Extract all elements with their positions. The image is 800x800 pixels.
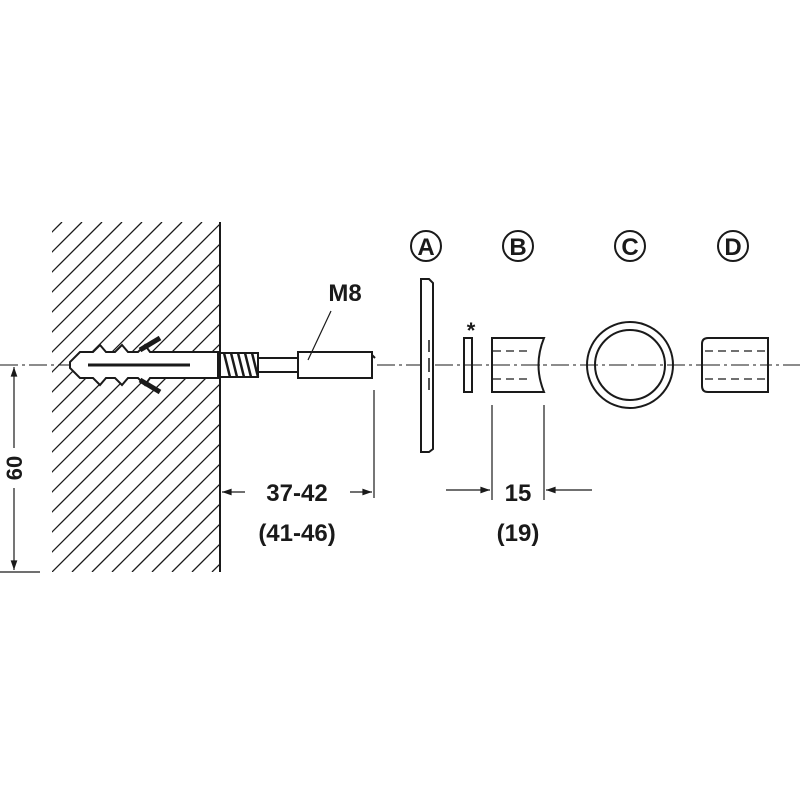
ring-c (586, 321, 674, 409)
wall-plug (69, 335, 219, 395)
hatch-line (292, 222, 642, 572)
part-label-d: D (717, 230, 749, 262)
washer (463, 337, 473, 393)
thread-size-label: M8 (328, 280, 361, 307)
part-label-b: B (502, 230, 534, 262)
spacer-dimension: 15 (19) (446, 405, 592, 547)
hatch-line (191, 543, 220, 572)
hatch-line (52, 222, 163, 333)
hatch-line (52, 323, 220, 493)
hatch-line (52, 222, 63, 233)
hatch-line (52, 283, 220, 453)
hatch-line (52, 222, 123, 293)
hatch-line (52, 363, 220, 533)
hatch-line (52, 343, 220, 513)
length-dim-label: 37-42 (266, 480, 327, 507)
spacer-dim-label: 15 (505, 480, 532, 507)
hatch-line (52, 243, 220, 413)
hatch-line (171, 523, 220, 572)
hatch-line (52, 383, 220, 553)
hatch-line (52, 223, 220, 393)
hatch-line (131, 483, 220, 572)
asterisk-note: * (467, 318, 476, 343)
hatch-line (71, 423, 220, 572)
length-dimension: 37-42 (41-46) (222, 390, 375, 547)
part-label-a: A (410, 230, 442, 262)
hatch-line (52, 222, 183, 353)
hatch-line (52, 263, 220, 433)
spacer-b (491, 337, 546, 393)
svg-text:C: C (621, 234, 638, 261)
svg-text:A: A (417, 234, 434, 261)
hatch-line (0, 222, 42, 572)
hatch-line (52, 303, 220, 473)
threaded-bolt (219, 351, 376, 379)
cap-d (701, 337, 769, 393)
hatch-line (0, 222, 22, 572)
height-dim-label: 60 (2, 456, 27, 480)
hatch-line (0, 222, 2, 572)
part-label-c: C (614, 230, 646, 262)
svg-text:D: D (724, 234, 741, 261)
hatch-line (111, 463, 220, 572)
cover-plate-a (420, 278, 434, 453)
length-dim-alt-label: (41-46) (258, 520, 335, 547)
hatch-line (52, 222, 143, 313)
height-dimension: 60 (0, 367, 40, 573)
hatch-line (52, 403, 220, 572)
hatch-line (52, 222, 203, 373)
spacer-dim-alt-label: (19) (497, 520, 540, 547)
wall-section (0, 222, 662, 572)
hatch-line (312, 222, 662, 572)
hatch-line (151, 503, 220, 572)
hatch-line (91, 443, 220, 572)
thread-leader-line (307, 310, 332, 361)
svg-text:B: B (509, 234, 526, 261)
